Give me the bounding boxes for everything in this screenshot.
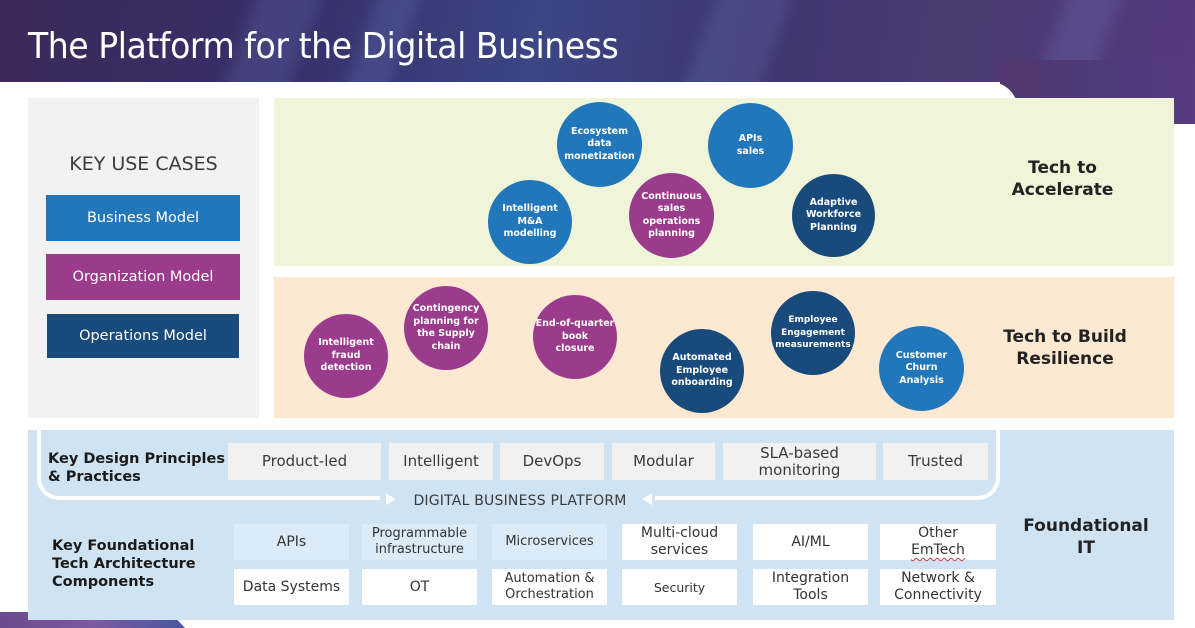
bubble-adaptive-workforce-planning: Adaptive Workforce Planning (792, 174, 875, 257)
bubble-intelligent-fraud-detection: Intelligent fraud detection (304, 314, 388, 398)
component-microservices: Microservices (492, 524, 607, 560)
principle-trusted: Trusted (883, 443, 988, 480)
bubble-continuous-sales-operations-planning: Continuous sales operations planning (629, 173, 714, 258)
bubble-end-of-quarter-book-closure: End-of-quarter book closure (533, 295, 617, 379)
arrow-right-icon (386, 493, 396, 505)
bubble-employee-engagement-measurements: Employee Engagement measurements (771, 291, 855, 375)
component-network-connectivity: Network & Connectivity (880, 569, 996, 605)
principle-modular: Modular (612, 443, 715, 480)
component-apis: APIs (234, 524, 349, 560)
organization-model-legend: Organization Model (46, 254, 240, 300)
component-automation-orchestration: Automation & Orchestration (492, 569, 607, 605)
principle-devops: DevOps (500, 443, 604, 480)
component-data-systems: Data Systems (234, 569, 349, 605)
component-ai-ml: AI/ML (753, 524, 868, 560)
tech-to-build-resilience-label: Tech to Build Resilience (1003, 327, 1127, 369)
principle-intelligent: Intelligent (389, 443, 493, 480)
component-programmable-infrastructure: Programmable infrastructure (362, 524, 477, 560)
component-security: Security (622, 569, 737, 605)
design-principles-label: Key Design Principles & Practices (48, 451, 225, 485)
bubble-intelligent-ma-modelling: Intelligent M&A modelling (488, 180, 572, 264)
tech-to-accelerate-label: Tech to Accelerate (1011, 158, 1114, 200)
component-integration-tools: Integration Tools (753, 569, 868, 605)
principle-product-led: Product-led (228, 443, 381, 480)
principle-sla-based-monitoring: SLA-based monitoring (723, 443, 876, 480)
bubble-ecosystem-data-monetization: Ecosystem data monetization (557, 102, 642, 187)
component-multi-cloud-services: Multi-cloud services (622, 524, 737, 560)
key-use-cases-heading: KEY USE CASES (69, 153, 218, 175)
component-other-emtech-text: Other EmTech (911, 525, 965, 558)
header-banner (0, 0, 1195, 82)
key-use-cases-panel: KEY USE CASES Business Model Organizatio… (28, 98, 259, 418)
foundational-it-label: Foundational IT (1023, 516, 1149, 558)
bubble-apis-sales: APIs sales (708, 103, 793, 188)
spellcheck-underline: EmTech (911, 542, 965, 558)
bubble-customer-churn-analysis: Customer Churn Analysis (879, 326, 964, 411)
component-ot: OT (362, 569, 477, 605)
bubble-contingency-planning-supply-chain: Contingency planning for the Supply chai… (404, 286, 488, 370)
component-other-emtech: Other EmTech (880, 524, 996, 560)
foundational-components-label: Key Foundational Tech Architecture Compo… (52, 538, 196, 590)
page-title: The Platform for the Digital Business (28, 26, 619, 67)
platform-loop-gap (380, 490, 655, 506)
arrow-left-icon (642, 493, 652, 505)
bubble-automated-employee-onboarding: Automated Employee onboarding (660, 329, 744, 413)
operations-model-legend: Operations Model (47, 314, 239, 358)
digital-business-platform-label: DIGITAL BUSINESS PLATFORM (413, 493, 627, 509)
banner-streak (678, 0, 792, 82)
business-model-legend: Business Model (46, 195, 240, 241)
